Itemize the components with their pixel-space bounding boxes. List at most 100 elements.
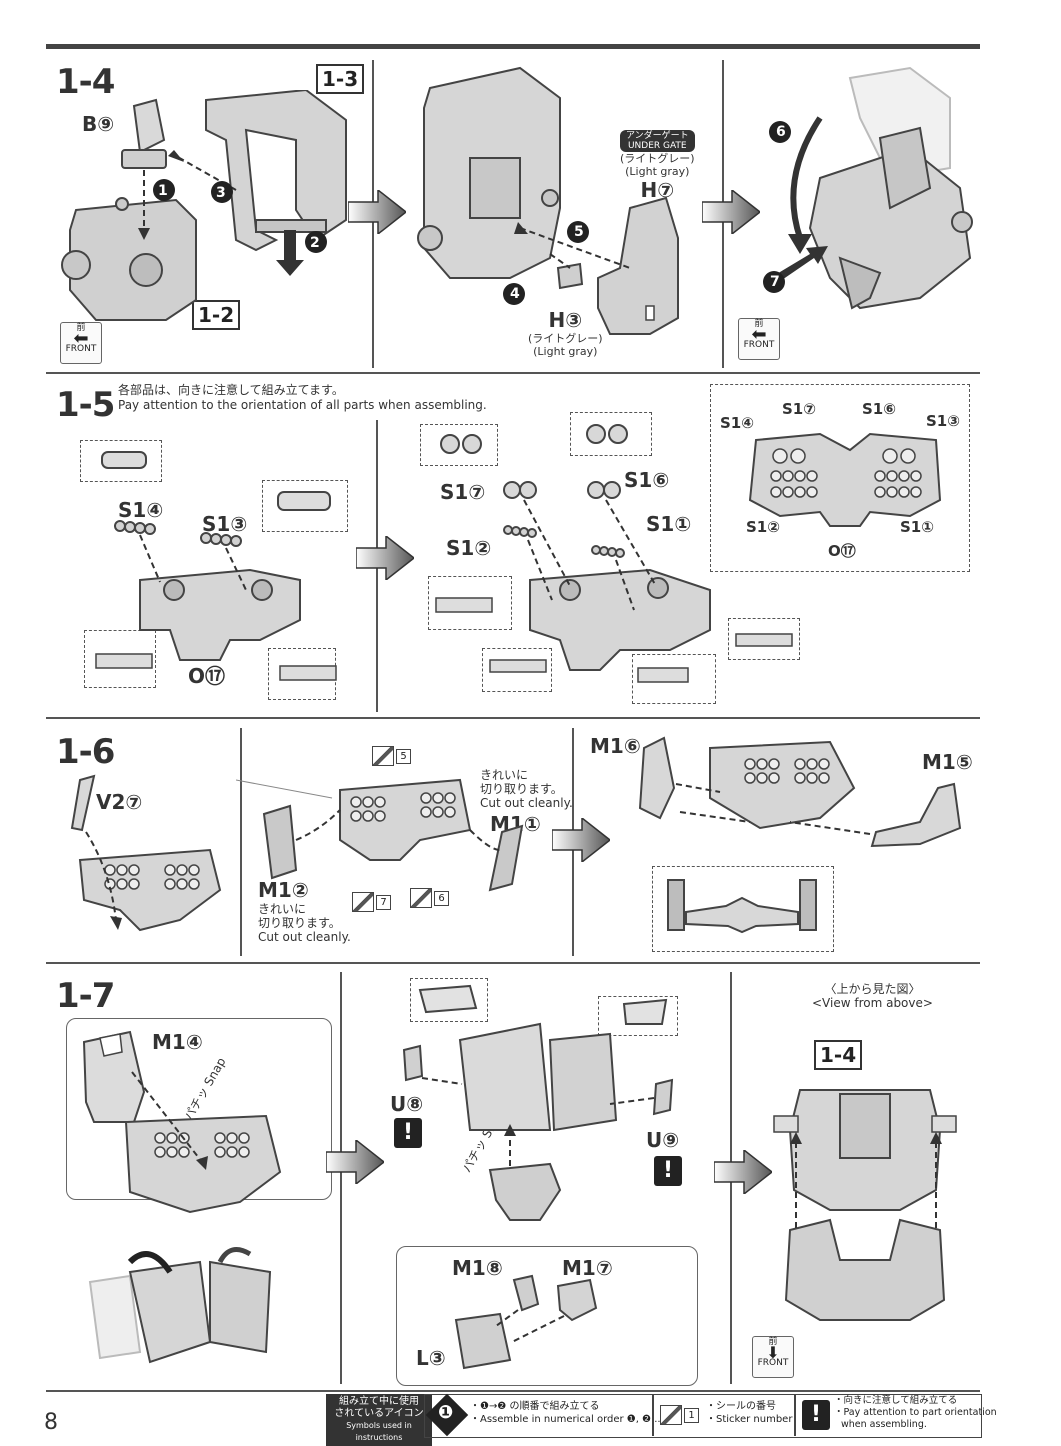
orientation-warning-u8: ! [394,1118,422,1148]
part-m14-label: M1④ [152,1030,203,1054]
detail-box-1 [80,440,162,482]
order-5: 5 [574,224,584,240]
front-indicator-2: 前⬅FRONT [738,318,780,360]
step-1-7-illustration-d [773,1089,957,1321]
ref-1-3: 1-3 [316,64,365,94]
part-s13-label-b: S1③ [926,412,960,430]
step-1-7-illustration-a [82,1030,282,1364]
order-1: 1 [158,183,168,199]
divider-1-7 [46,962,980,964]
part-s14-label-a: S1④ [118,498,164,522]
flow-arrow-4 [552,818,610,862]
detail-box-10 [728,618,800,660]
step-1-5-reference-illustration [748,432,942,527]
part-m12-label: M1② [258,878,309,902]
step-1-4-illustration-c [763,66,973,310]
part-o17-label-b: O⑰ [828,542,856,560]
orientation-warning-u9: ! [654,1156,682,1186]
step-1-7-illustration-c [454,1274,598,1370]
step-1-7-illustration-b [402,984,674,1221]
legend-order-icon-number: ❶ [438,1402,454,1423]
part-s12-label-b: S1② [746,518,780,536]
part-m15-label: M1⑤ [922,750,973,774]
step-1-6-illustration-a [70,774,222,932]
flow-arrow-6 [714,1150,772,1194]
part-s16-label-a: S1⑥ [624,468,670,492]
order-6: 6 [776,124,786,140]
cut-note-m11: きれいに切り取ります。Cut out cleanly. [480,768,573,810]
part-b9-label: B⑨ [82,112,115,136]
order-2: 2 [310,235,320,251]
callout-leader [236,779,333,799]
detail-box-6 [570,412,652,456]
legend-orientation-text: ・向きに注意して組み立てる・Pay attention to part orie… [834,1395,997,1430]
part-s13-label-a: S1③ [202,512,248,536]
part-m18-label: M1⑧ [452,1256,503,1280]
legend-sep-2 [794,1394,796,1436]
step-1-5-illustration-a [95,451,337,681]
part-h3-label: H③ (ライトグレー) (Light gray) [528,308,603,358]
part-s12-label-a: S1② [446,536,492,560]
order-4: 4 [510,286,520,302]
sticker-6-indicator: 6 [410,888,449,908]
part-s11-label-b: S1① [900,518,934,536]
detail-box-2 [262,480,348,532]
flow-arrow-3 [356,536,414,580]
ref-1-4: 1-4 [814,1040,863,1070]
step-1-6-number: 1-6 [56,732,115,772]
step-1-4-illustration-b [417,66,679,335]
order-3: 3 [216,185,226,201]
legend-sep-1 [652,1394,654,1436]
legend-box [424,1394,982,1438]
legend-orientation-icon: ! [802,1400,830,1430]
step-1-7-callout-box-2 [396,1246,698,1386]
legend-sticker-icon: 1 [660,1405,699,1425]
part-o17-label-a: O⑰ [188,664,226,688]
part-s17-label-b: S1⑦ [782,400,816,418]
order-7: 7 [770,274,780,290]
flow-arrow-1 [348,190,406,234]
cut-note-m12: きれいに切り取ります。Cut out cleanly. [258,902,351,944]
detail-box-8 [482,648,552,692]
step-1-4-illustration-a [61,90,347,321]
step-1-5-note-jp: 各部品は、向きに注意して組み立てます。 [118,383,344,397]
detail-box-13 [598,996,678,1036]
divider-1-6 [46,717,980,719]
vdiv-f [340,972,342,1384]
divider-legend [46,1390,980,1392]
detail-box-reference [710,384,970,572]
step-1-6-detail-illustration [667,879,817,934]
part-s11-label-a: S1① [646,512,692,536]
vdiv-d [240,728,242,956]
legend-order-text: ・❶→❷ の順番で組み立てる・Assemble in numerical ord… [470,1401,661,1425]
flow-arrow-2 [702,190,760,234]
detail-box-12 [410,978,488,1022]
step-1-4-number: 1-4 [56,62,115,102]
detail-box-3 [84,630,156,688]
sticker-7-indicator: 7 [352,892,391,912]
part-v27-label: V2⑦ [96,790,143,814]
part-m16-label: M1⑥ [590,734,641,758]
page-number: 8 [44,1410,58,1435]
front-indicator-3: 前⬇FRONT [752,1336,794,1378]
part-u9-label: U⑨ [646,1128,680,1152]
part-s17-label-a: S1⑦ [440,480,486,504]
detail-box-7 [428,576,512,630]
part-s14-label-b: S1④ [720,414,754,432]
step-1-7-number: 1-7 [56,976,115,1016]
ref-1-2: 1-2 [192,300,241,330]
top-rule [46,44,980,49]
part-l3-label: L③ [416,1346,446,1370]
step-1-5-note-en: Pay attention to the orientation of all … [118,398,487,412]
part-m17-label: M1⑦ [562,1256,613,1280]
step-1-5-illustration-b [435,424,793,683]
detail-box-9 [632,654,716,704]
detail-box-5 [420,424,498,466]
step-1-5-number: 1-5 [56,385,115,425]
flow-arrow-5 [326,1140,384,1184]
step-1-6-illustration-c [638,736,962,848]
legend-sticker-text: ・シールの番号・Sticker number [706,1401,793,1425]
part-u8-label: U⑧ [390,1092,424,1116]
